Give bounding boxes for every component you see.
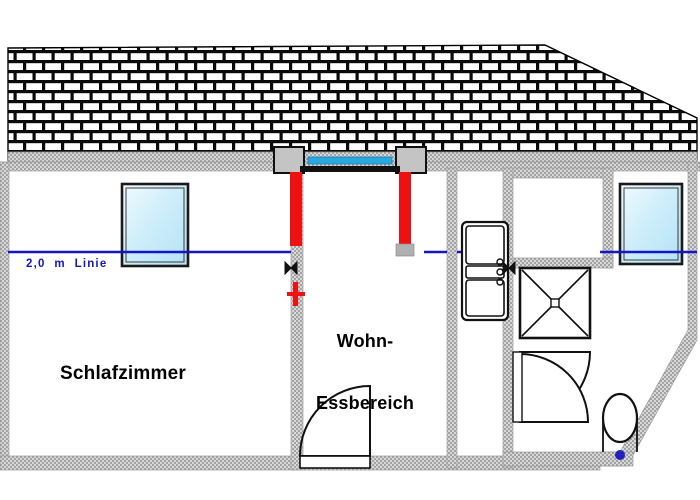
valve-marker-right [502, 260, 516, 276]
window-bedroom [120, 182, 190, 268]
jamb-cap-right [395, 243, 415, 257]
roof [7, 44, 698, 163]
wall-exterior-left [0, 161, 10, 466]
walls [0, 161, 700, 471]
window-bath [618, 182, 684, 266]
roof-brick-hatch [8, 45, 697, 160]
door-living-bottom [298, 384, 371, 469]
sink-basin-lower [465, 279, 505, 317]
toilet-wc [601, 392, 639, 460]
height-line-label: 2,0 m Linie [26, 258, 108, 270]
wall-opening-assembly [273, 146, 427, 257]
door-bath [512, 351, 592, 424]
roof-outline [7, 44, 698, 161]
door-leaf-living [299, 455, 371, 469]
wall-bath-bottom [502, 451, 634, 467]
insulation-bar-right [399, 172, 411, 250]
kitchen-sink-double-basin [460, 220, 510, 322]
sink-drainer [465, 265, 505, 279]
insulation-bar-left [290, 172, 302, 246]
wall-bath-inner-horizontal [512, 257, 614, 269]
shower-drain [550, 298, 560, 308]
pilaster-right [395, 146, 427, 174]
toilet-connection-marker [615, 450, 625, 460]
wall-partition-living-kitchen [446, 167, 458, 469]
faucet-valve-cold [496, 278, 504, 286]
shower-tray-square [518, 266, 592, 340]
door-leaf-bath [512, 351, 523, 423]
lintel-dark-bar [300, 166, 400, 172]
sink-basin-upper [465, 225, 505, 265]
valve-marker-left [284, 260, 305, 306]
lintel-cyan-beam [307, 156, 393, 165]
pilaster-left [273, 146, 305, 174]
branch-pipe-red [287, 292, 305, 296]
wall-bath-top [512, 167, 614, 179]
